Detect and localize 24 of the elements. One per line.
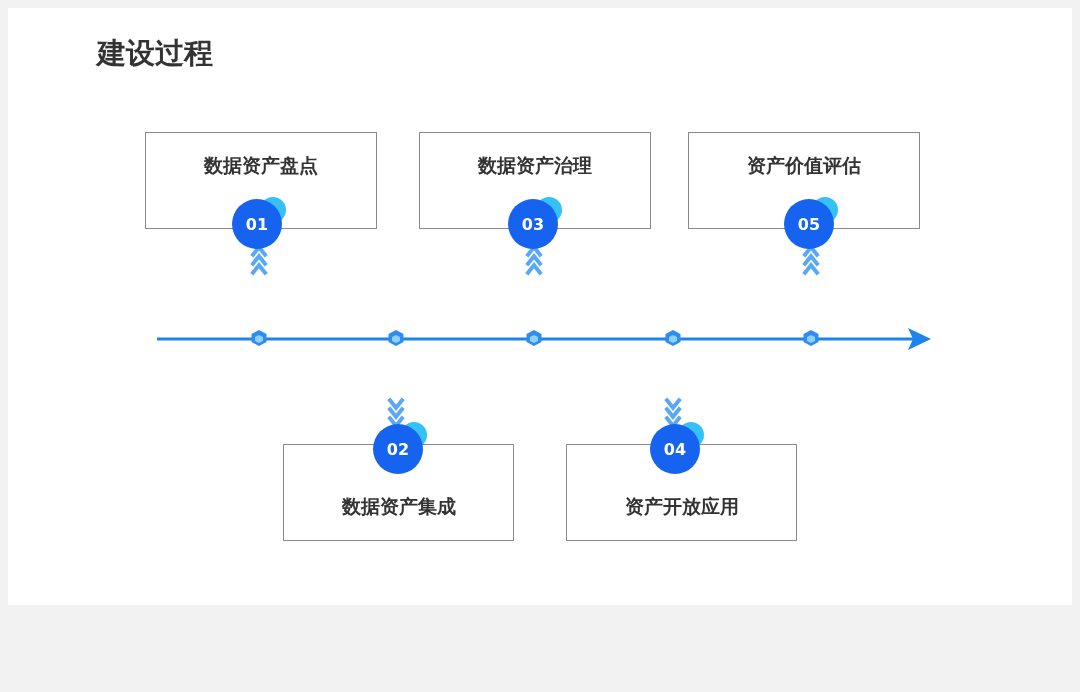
timeline-marker: [802, 329, 820, 347]
step-number-badge: [784, 199, 834, 249]
step-box: [566, 444, 797, 541]
timeline-marker: [525, 329, 543, 347]
step-box: [419, 132, 651, 229]
step-title: 资产价值评估: [747, 153, 861, 178]
timeline-marker: [387, 329, 405, 347]
step-number: 04: [663, 439, 687, 459]
step-number: 02: [386, 439, 410, 459]
timeline-marker: [664, 329, 682, 347]
step-title: 数据资产治理: [478, 153, 592, 178]
step-title: 数据资产集成: [341, 494, 456, 519]
step-box: [688, 132, 920, 229]
timeline-marker: [250, 329, 268, 347]
step-number: 03: [521, 214, 545, 234]
step-box: [283, 444, 514, 541]
step-box: [145, 132, 377, 229]
step-number-badge: [232, 199, 282, 249]
step-number: 01: [245, 214, 269, 234]
step-title: 资产开放应用: [624, 494, 739, 519]
step-number: 05: [797, 214, 821, 234]
step-number-badge: [508, 199, 558, 249]
title: 建设过程: [97, 35, 213, 72]
step-title: 数据资产盘点: [204, 153, 318, 178]
